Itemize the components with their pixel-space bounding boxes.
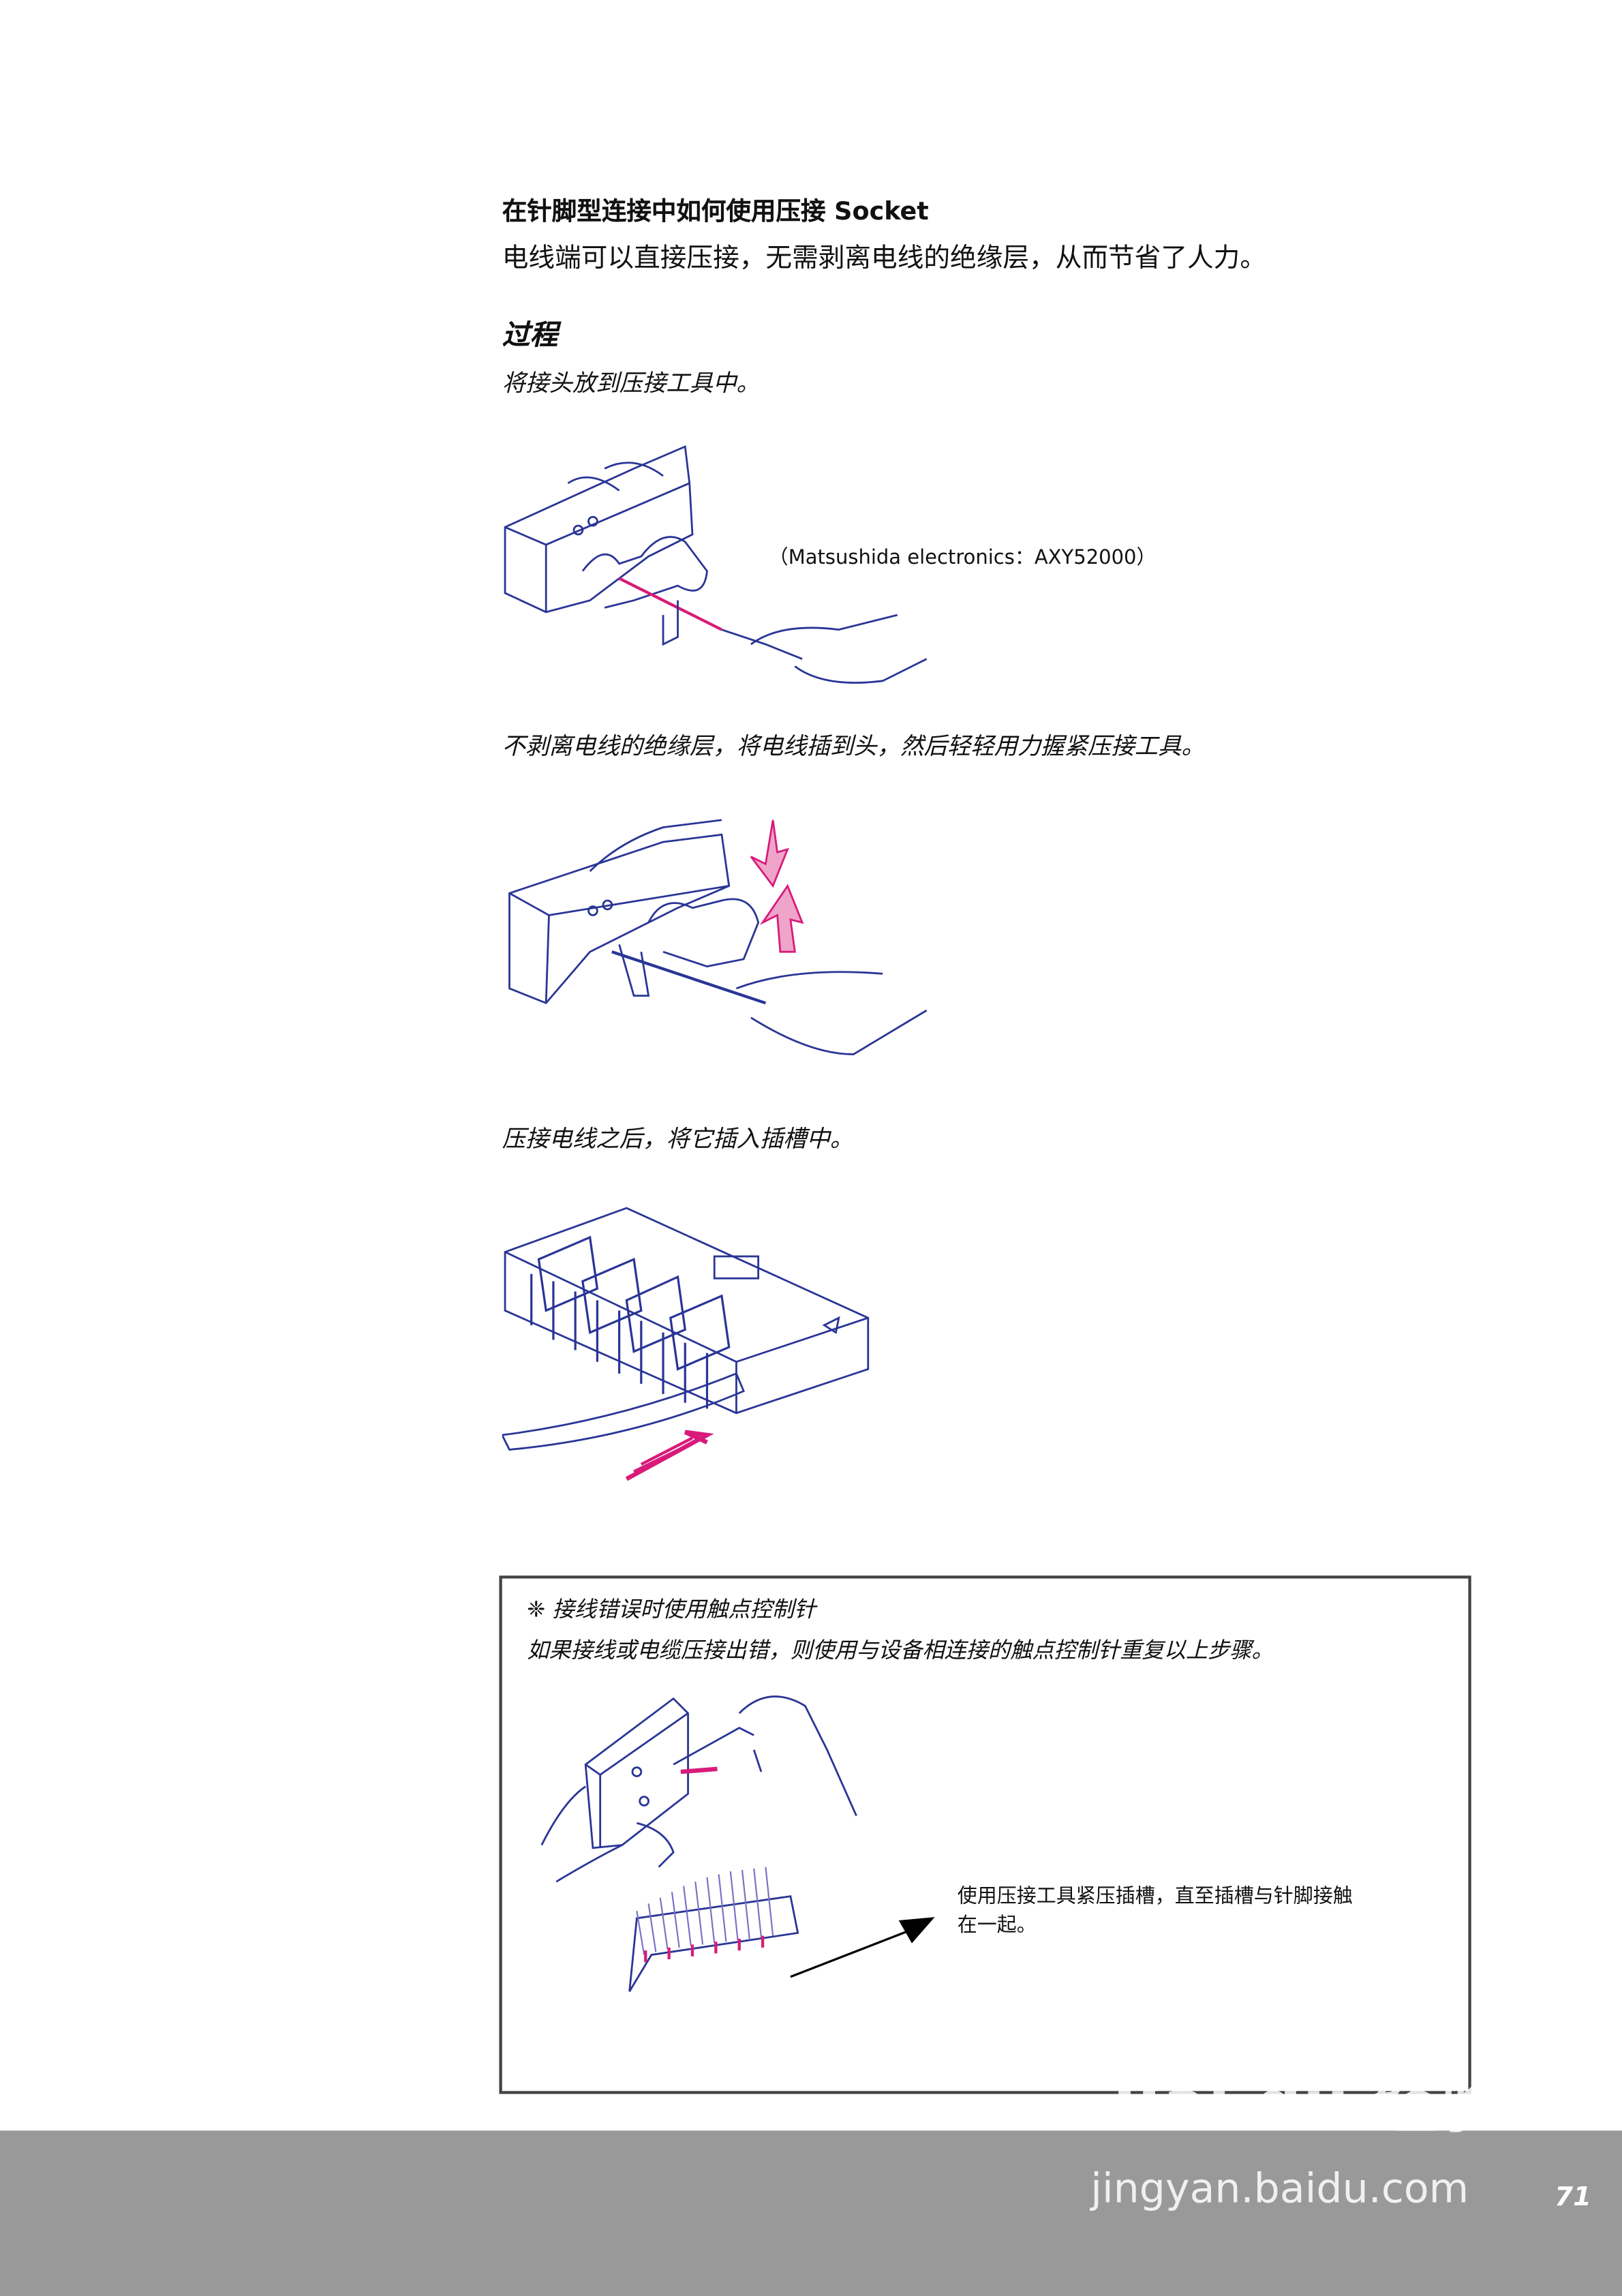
figure-caption-model: （Matsushida electronics：AXY52000） xyxy=(768,546,1157,570)
baidu-watermark-logo: Bai du 经验 xyxy=(1112,2067,1506,2143)
page-heading: 在针脚型连接中如何使用压接 Socket xyxy=(502,197,929,227)
note-box-caption-line-1: 使用压接工具紧压插槽，直至插槽与针脚接触 xyxy=(957,1884,1353,1908)
step-1-text: 将接头放到压接工具中。 xyxy=(502,369,760,397)
intro-text: 电线端可以直接压接，无需剥离电线的绝缘层，从而节省了人力。 xyxy=(502,243,1267,274)
footer-band xyxy=(0,2130,1622,2296)
baidu-watermark-url: jingyan.baidu.com xyxy=(1090,2164,1469,2213)
socket-insert-illustration xyxy=(502,1207,870,1481)
contact-pin-illustration xyxy=(540,1695,935,1992)
crimp-tool-insert-illustration xyxy=(504,445,928,684)
note-box-caption-line-2: 在一起。 xyxy=(957,1914,1037,1937)
step-3-text: 压接电线之后，将它插入插槽中。 xyxy=(502,1124,854,1153)
crimp-tool-squeeze-illustration xyxy=(508,819,928,1055)
page-number: 71 xyxy=(1555,2181,1592,2213)
note-box-title: ❈ 接线错误时使用触点控制针 xyxy=(527,1596,816,1622)
note-box-body: 如果接线或电缆压接出错，则使用与设备相连接的触点控制针重复以上步骤。 xyxy=(527,1637,1274,1664)
step-2-text: 不剥离电线的绝缘层，将电线插到头，然后轻轻用力握紧压接工具。 xyxy=(502,732,1205,760)
section-title: 过程 xyxy=(502,319,558,352)
note-box xyxy=(499,1575,1471,2094)
